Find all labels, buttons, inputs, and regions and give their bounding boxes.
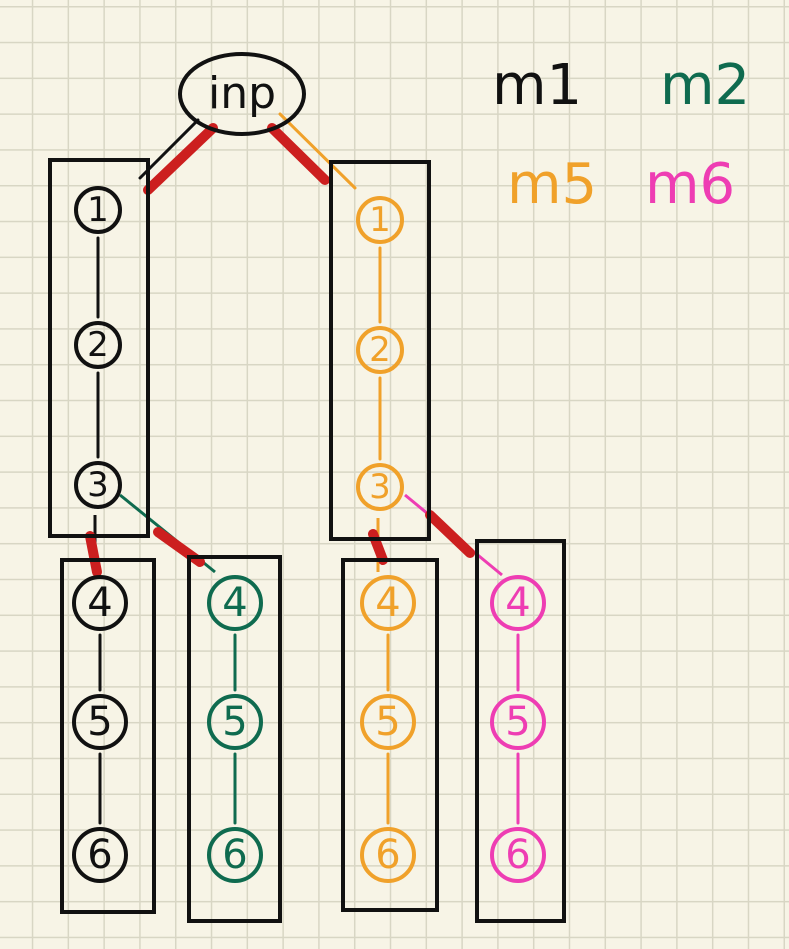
node-circle — [72, 694, 128, 750]
legend-m1: m1 — [492, 53, 582, 118]
branch-right-top: 1 2 3 — [356, 196, 404, 511]
branch-m6-bottom: 4 5 6 — [490, 575, 546, 883]
node-circle — [207, 827, 263, 883]
node-circle — [72, 827, 128, 883]
node-circle — [360, 827, 416, 883]
node-circle — [74, 461, 122, 509]
legend-m5: m5 — [507, 152, 597, 217]
root-node-label: inp — [208, 68, 276, 119]
node-label: 4 — [87, 580, 112, 626]
node-circle — [356, 326, 404, 374]
box-left-top — [48, 158, 150, 538]
node-circle — [490, 575, 546, 631]
node-label: 2 — [369, 330, 391, 370]
cut-mark — [267, 123, 330, 185]
node-label: 4 — [375, 580, 400, 626]
node-label: 2 — [87, 325, 109, 365]
cut-mark — [425, 510, 475, 558]
node-circle — [74, 321, 122, 369]
box-m2-bottom — [187, 555, 282, 923]
box-m6-bottom — [475, 539, 566, 923]
node-circle — [490, 827, 546, 883]
node-label: 6 — [505, 832, 530, 878]
node-circle — [490, 694, 546, 750]
legend-m2: m2 — [660, 53, 750, 118]
node-label: 6 — [87, 832, 112, 878]
branch-m2-bottom: 4 5 6 — [207, 575, 263, 883]
legend: m1 m2 m5 m6 — [492, 53, 750, 217]
node-label: 3 — [87, 465, 109, 505]
branch-left-top: 1 2 3 — [74, 186, 122, 509]
legend-m6: m6 — [645, 152, 735, 217]
branch-m5-bottom: 4 5 6 — [360, 575, 416, 883]
cut-mark — [143, 123, 218, 195]
node-circle — [360, 575, 416, 631]
node-label: 4 — [222, 580, 247, 626]
node-label: 3 — [369, 467, 391, 507]
node-circle — [207, 575, 263, 631]
node-label: 6 — [375, 832, 400, 878]
node-circle — [207, 694, 263, 750]
node-circle — [356, 463, 404, 511]
node-circle — [356, 196, 404, 244]
node-label: 1 — [369, 200, 391, 240]
node-label: 5 — [222, 699, 247, 745]
node-label: 5 — [505, 699, 530, 745]
branch-m1-bottom: 4 5 6 — [72, 575, 128, 883]
root-node-circle — [178, 52, 306, 136]
node-circle — [360, 694, 416, 750]
node-label: 5 — [87, 699, 112, 745]
box-m1-bottom — [60, 558, 156, 914]
node-circle — [72, 575, 128, 631]
box-m5-bottom — [341, 558, 439, 912]
node-label: 5 — [375, 699, 400, 745]
cut-mark — [85, 531, 102, 577]
box-right-top — [329, 160, 431, 541]
node-label: 6 — [222, 832, 247, 878]
node-circle — [74, 186, 122, 234]
node-label: 1 — [87, 190, 109, 230]
edge-inp-to-right-1 — [278, 112, 357, 190]
node-label: 4 — [505, 580, 530, 626]
root-node: inp — [178, 52, 306, 136]
